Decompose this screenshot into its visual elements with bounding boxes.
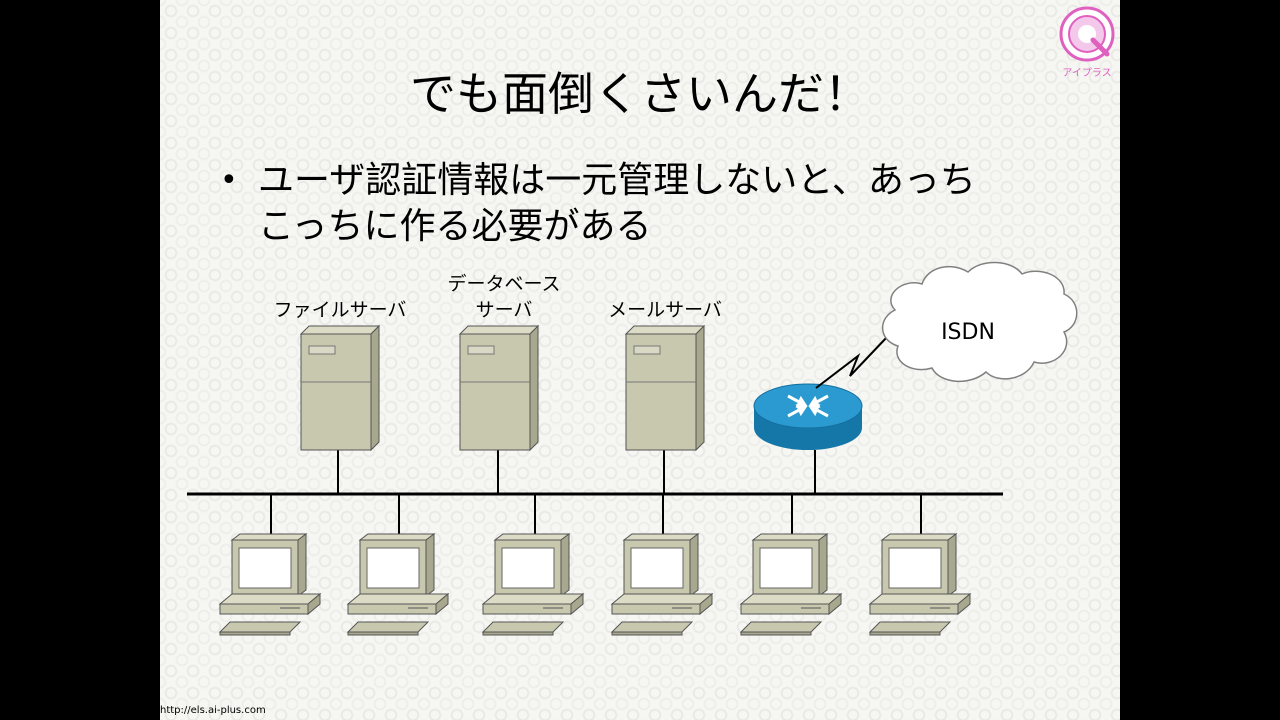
- slide-title: でも面倒くさいんだ！: [410, 67, 870, 121]
- cloud-icon: [881, 261, 1078, 383]
- slide: でも面倒くさいんだ！ • ユーザ認証情報は一元管理しないと、あっち こっちに作る…: [160, 0, 1120, 720]
- database-server-label-line2: サーバ: [476, 299, 533, 321]
- computer-icon: [869, 533, 971, 636]
- bullet-line-2: こっちに作る必要がある: [258, 206, 652, 247]
- logo: アイプラス: [1055, 4, 1119, 79]
- computer-icon: [740, 533, 842, 636]
- mail-server-label: メールサーバ: [608, 299, 722, 321]
- database-server-icon: [459, 325, 539, 451]
- logo-icon: [1059, 6, 1115, 62]
- file-server-icon: [300, 325, 380, 451]
- file-server-label: ファイルサーバ: [274, 299, 407, 321]
- bullet-marker: •: [220, 163, 238, 198]
- computer-icon: [347, 533, 449, 636]
- logo-text: アイプラス: [1062, 68, 1112, 79]
- mail-server-icon: [625, 325, 705, 451]
- bullet-line-1: ユーザ認証情報は一元管理しないと、あっち: [258, 160, 976, 201]
- computer-icon: [482, 533, 584, 636]
- network-diagram: ファイルサーバ データベース サーバ メールサーバ I: [187, 261, 1078, 636]
- footer-url: http://els.ai-plus.com: [160, 705, 266, 716]
- computer-icon: [611, 533, 713, 636]
- bullet-item: • ユーザ認証情報は一元管理しないと、あっち こっちに作る必要がある: [220, 158, 1070, 250]
- computer-icon: [219, 533, 321, 636]
- router-icon: [753, 383, 863, 450]
- isdn-label: ISDN: [941, 320, 995, 345]
- database-server-label-line1: データベース: [447, 273, 560, 295]
- isdn-link: [815, 335, 889, 389]
